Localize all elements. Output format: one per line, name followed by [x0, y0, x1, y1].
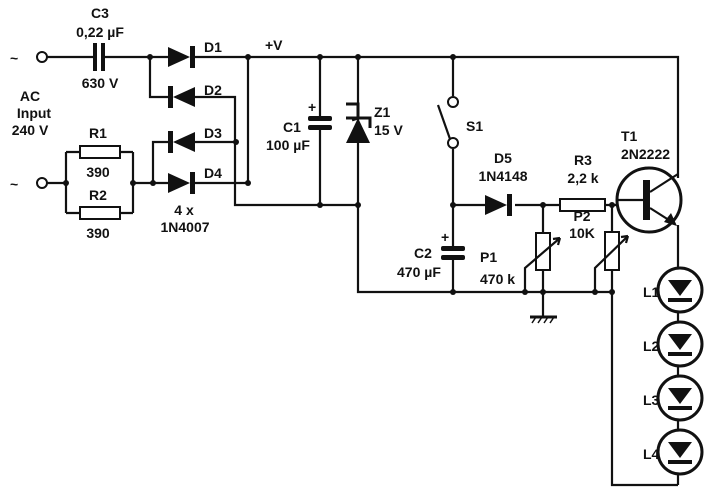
tilde-icon: ~ — [10, 50, 18, 66]
led-l2: L2 — [643, 320, 704, 368]
resistor-r1: R1 390 — [79, 125, 121, 180]
capacitor-c1: + C1 100 µF — [266, 99, 332, 153]
component-label: 630 V — [82, 75, 119, 91]
switch-s1: S1 — [436, 96, 483, 149]
diode-d1: D1 — [168, 39, 222, 68]
component-label: D3 — [204, 125, 222, 141]
component-label: C1 — [283, 119, 301, 135]
component-label: P1 — [480, 249, 497, 265]
component-label: + — [441, 229, 449, 245]
zener-z1: Z1 15 V — [346, 102, 403, 143]
wires — [47, 55, 680, 487]
component-label: 2,2 k — [567, 170, 598, 186]
component-label: C2 — [414, 245, 432, 261]
component-label: D2 — [204, 82, 222, 98]
component-label: 390 — [86, 225, 110, 241]
ac-label: AC — [20, 88, 40, 104]
component-label: 390 — [86, 164, 110, 180]
component-label: D1 — [204, 39, 222, 55]
component-label: 100 µF — [266, 137, 310, 153]
component-label: T1 — [621, 128, 638, 144]
resistor-r3: R3 2,2 k — [559, 152, 606, 212]
component-label: Z1 — [374, 104, 391, 120]
diode-d5: D5 1N4148 — [478, 150, 528, 216]
potentiometer-p1: P1 470 k — [480, 232, 562, 292]
ground-icon — [530, 315, 557, 324]
component-label: R2 — [89, 187, 107, 203]
bridge-part: 1N4007 — [160, 219, 209, 235]
component-label: + — [308, 99, 316, 115]
component-label: L4 — [643, 446, 660, 462]
led-l3: L3 — [643, 374, 704, 422]
rail-label: +V — [265, 37, 283, 53]
diode-d3: D3 — [168, 125, 222, 153]
component-label: 15 V — [374, 122, 403, 138]
component-label: R3 — [574, 152, 592, 168]
led-l1: L1 — [643, 266, 704, 314]
ac-terminal-bottom: ~ — [10, 176, 48, 192]
component-label: 1N4148 — [478, 168, 527, 184]
component-label: D5 — [494, 150, 512, 166]
component-label: L2 — [643, 338, 660, 354]
ac-terminal-top: ~ — [10, 50, 48, 66]
component-label: S1 — [466, 118, 483, 134]
diode-d2: D2 — [168, 82, 222, 108]
component-label: C3 — [91, 5, 109, 21]
component-label: L1 — [643, 284, 660, 300]
junction-dots — [63, 54, 615, 295]
tilde-icon: ~ — [10, 176, 18, 192]
component-label: R1 — [89, 125, 107, 141]
resistor-r2: R2 390 — [79, 187, 121, 241]
component-label: 0,22 µF — [76, 24, 124, 40]
component-label: 470 µF — [397, 264, 441, 280]
component-label: D4 — [204, 165, 222, 181]
component-label: 2N2222 — [621, 146, 670, 162]
component-label: 10K — [569, 225, 595, 241]
component-label: P2 — [573, 208, 590, 224]
voltage-label: 240 V — [12, 122, 49, 138]
component-label: L3 — [643, 392, 660, 408]
input-label: Input — [17, 105, 52, 121]
bridge-count: 4 x — [174, 202, 194, 218]
transistor-t1: T1 2N2222 — [615, 128, 683, 234]
led-l4: L4 — [643, 428, 704, 476]
capacitor-c3: C3 0,22 µF 630 V — [76, 5, 124, 91]
component-label: 470 k — [480, 271, 515, 287]
diode-d4: D4 — [168, 165, 222, 194]
capacitor-c2: + C2 470 µF — [397, 229, 465, 280]
potentiometer-p2: P2 10K — [569, 208, 630, 292]
